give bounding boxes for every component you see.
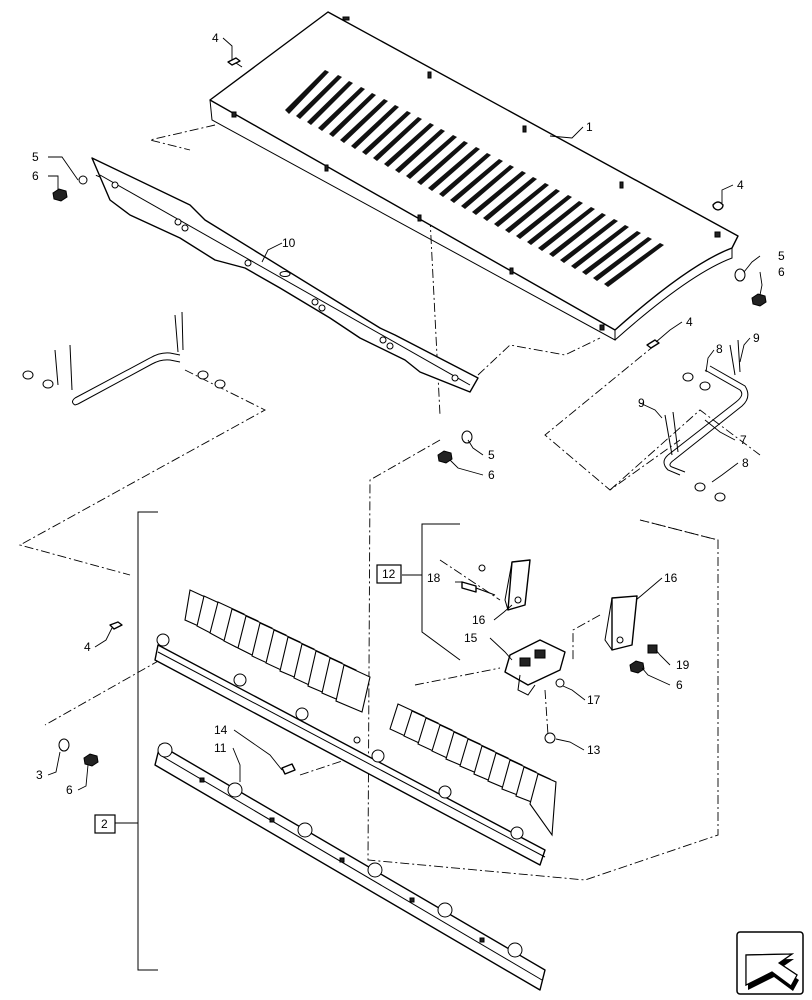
callout-16: 16 xyxy=(472,613,486,627)
group-brackets xyxy=(115,511,461,971)
callout-box-12 xyxy=(376,564,402,584)
hinge-block-part-15 xyxy=(504,639,566,696)
chain-bar-part-11 xyxy=(154,742,546,991)
next-page-arrow-icon[interactable] xyxy=(736,931,804,995)
callout-8: 8 xyxy=(742,456,749,470)
callout-4: 4 xyxy=(84,640,91,654)
callout-9: 9 xyxy=(753,331,760,345)
callout-9: 9 xyxy=(638,396,645,410)
callout-6: 6 xyxy=(676,678,683,692)
callout-5: 5 xyxy=(32,150,39,164)
callout-12: 12 xyxy=(382,567,396,581)
right-rod-assembly-part-7 xyxy=(663,339,749,502)
callout-15: 15 xyxy=(464,631,478,645)
callout-6: 6 xyxy=(488,468,495,482)
callout-box-2 xyxy=(94,814,116,834)
callout-18: 18 xyxy=(427,571,441,585)
callout-8: 8 xyxy=(716,342,723,356)
hardware xyxy=(52,57,767,775)
callout-19: 19 xyxy=(676,658,690,672)
callout-4: 4 xyxy=(212,31,219,45)
callout-10: 10 xyxy=(282,236,296,250)
callout-1: 1 xyxy=(586,120,593,134)
callout-5: 5 xyxy=(488,448,495,462)
callout-6: 6 xyxy=(778,265,785,279)
callout-16: 16 xyxy=(664,571,678,585)
callout-13: 13 xyxy=(587,743,601,757)
screen-slots xyxy=(285,70,664,287)
callout-6: 6 xyxy=(32,169,39,183)
bracket-part-16 xyxy=(504,559,638,651)
callout-labels: 1 4 4 4 4 5 5 5 6 6 6 6 6 3 7 8 8 9 9 10… xyxy=(32,31,785,834)
callout-14: 14 xyxy=(214,723,228,737)
callout-11: 11 xyxy=(214,741,227,755)
callout-4: 4 xyxy=(737,178,744,192)
callout-2: 2 xyxy=(101,817,108,831)
callout-6: 6 xyxy=(66,783,73,797)
left-rod-assembly xyxy=(22,311,226,406)
curved-screen-part-1 xyxy=(209,11,739,341)
callout-17: 17 xyxy=(587,693,601,707)
callout-7: 7 xyxy=(740,433,747,447)
callout-3: 3 xyxy=(36,768,43,782)
callout-4: 4 xyxy=(686,315,693,329)
fin-set xyxy=(184,589,557,837)
fin-chain-part-2 xyxy=(154,589,557,866)
side-plate-part-10 xyxy=(91,157,479,393)
leader-lines xyxy=(47,37,763,791)
callout-5: 5 xyxy=(778,249,785,263)
alignment-lines xyxy=(18,124,761,881)
